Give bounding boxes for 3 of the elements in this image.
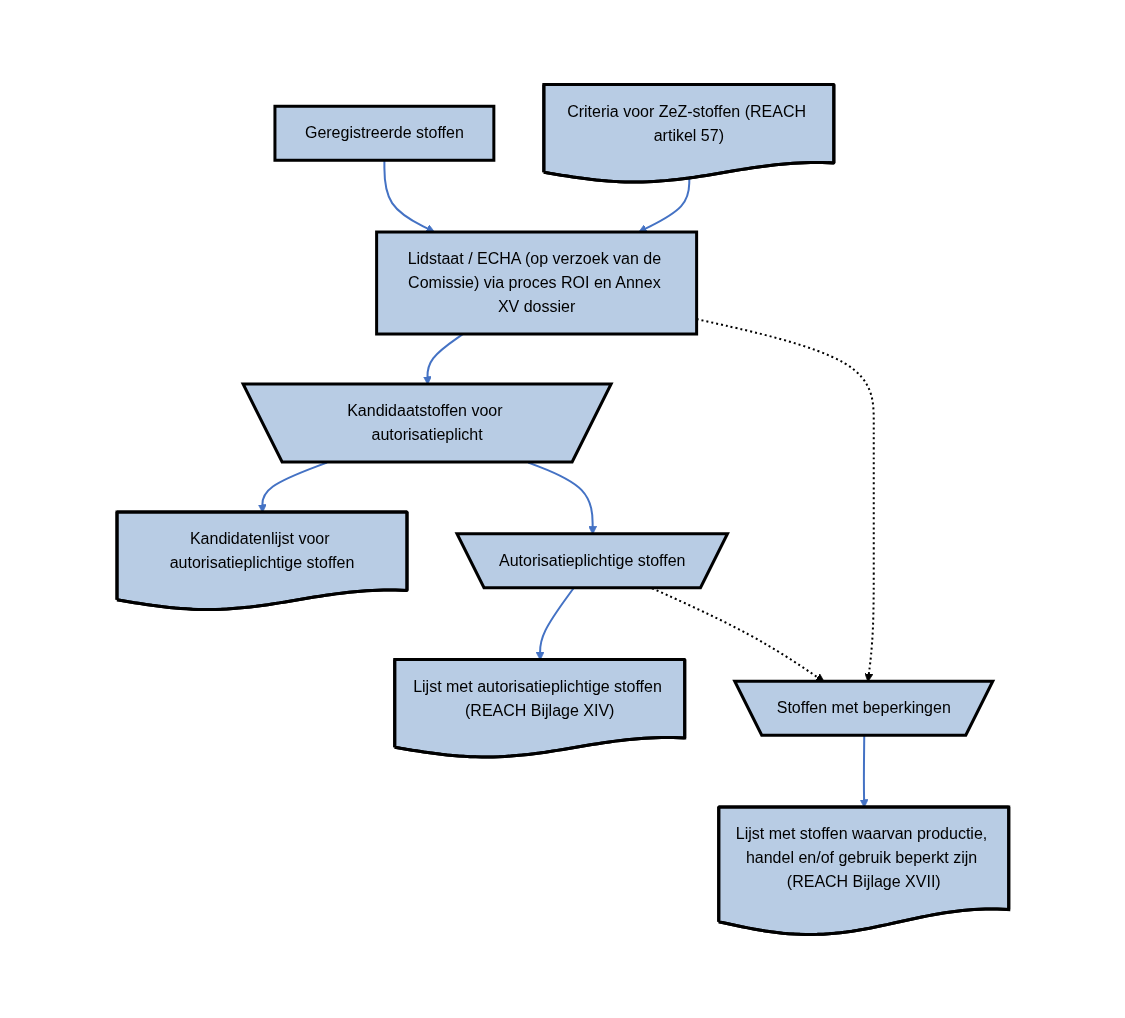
node-box: Geregistreerde stoffen xyxy=(273,104,495,162)
arrow xyxy=(638,177,690,232)
node-box: Lidstaat / ECHA (op verzoek van de Comissie) via proces ROI en Annex XV dossier xyxy=(374,230,698,335)
